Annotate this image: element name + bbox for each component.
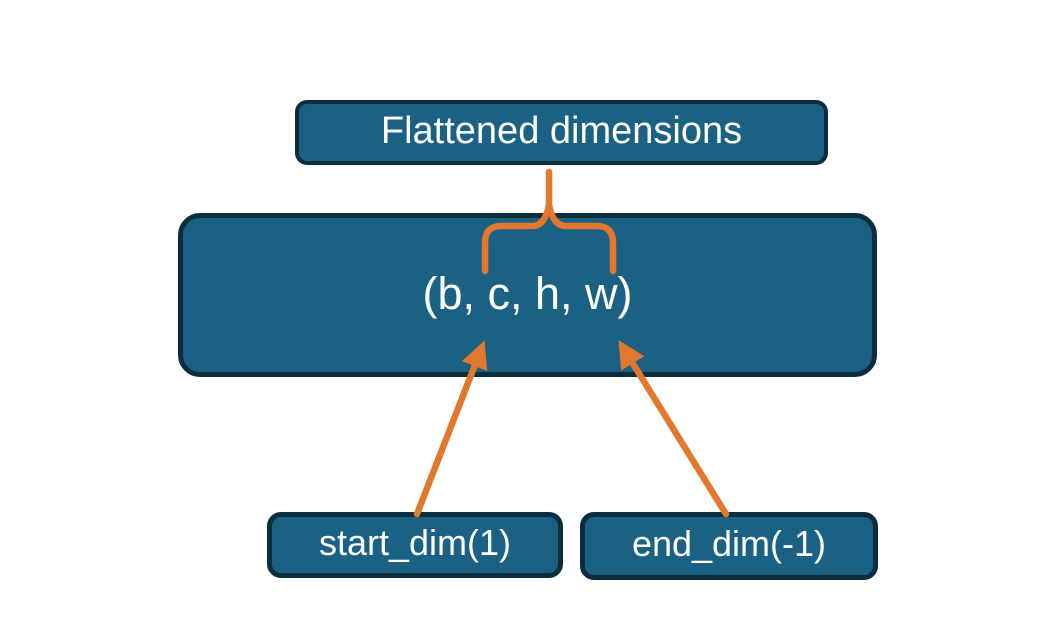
start-dim-label: start_dim(1) — [318, 522, 512, 563]
tensor-shape-label: (b, c, h, w) — [422, 267, 633, 319]
end-dim-label: end_dim(-1) — [631, 523, 827, 564]
node-flattened-dimensions: Flattened dimensions — [295, 100, 828, 165]
node-tensor-shape: (b, c, h, w) — [178, 213, 877, 377]
node-end-dim: end_dim(-1) — [580, 512, 878, 580]
flattened-dimensions-label: Flattened dimensions — [380, 109, 743, 152]
node-start-dim: start_dim(1) — [267, 512, 563, 578]
